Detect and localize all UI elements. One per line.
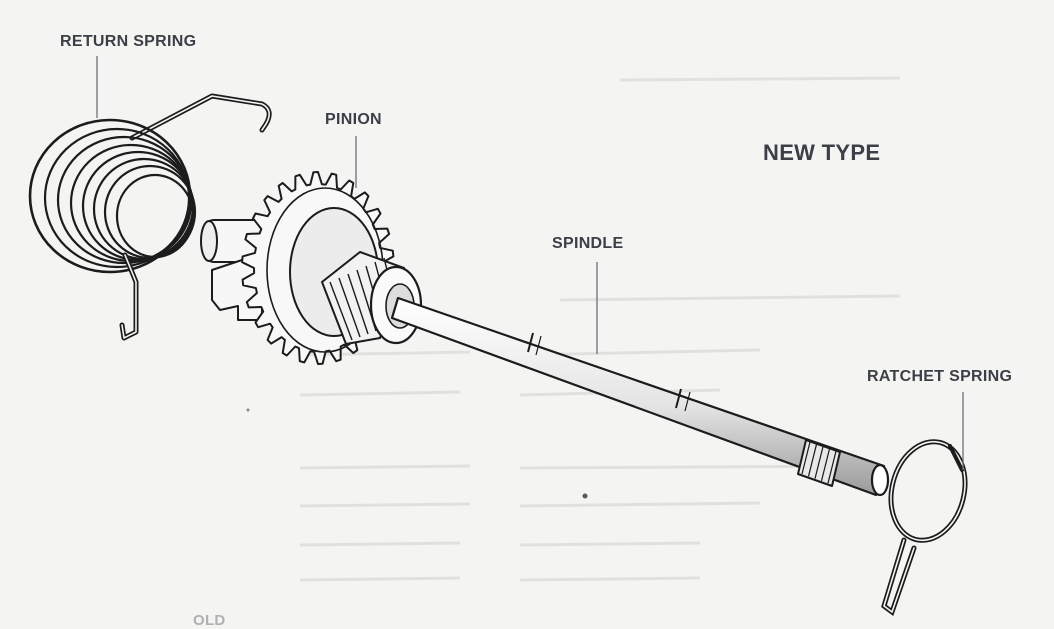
spline-line <box>338 277 361 338</box>
shaft-spline-line <box>807 444 818 477</box>
return-spring-part <box>28 93 272 341</box>
shaft-spline-line <box>814 446 824 479</box>
spindle-label: SPINDLE <box>552 235 624 252</box>
spline-line <box>329 281 353 341</box>
new-type-heading: NEW TYPE <box>763 140 881 165</box>
bleed-through-text <box>299 76 901 582</box>
leader-lines <box>96 56 964 470</box>
cut-off-caption: OLD <box>193 612 226 629</box>
speck <box>582 493 588 499</box>
speck <box>246 408 250 412</box>
ratchet-spring-label: RATCHET SPRING <box>867 368 1013 385</box>
shaft-spline-line <box>820 448 831 482</box>
spindle-part <box>390 296 890 497</box>
shaft-spline-line <box>801 441 811 475</box>
pinion-part <box>200 171 423 365</box>
spline-line <box>347 273 369 335</box>
ratchet-spring-part <box>881 439 968 617</box>
shaft-spline-line <box>827 451 837 484</box>
pinion-label: PINION <box>325 111 382 128</box>
return-spring-label: RETURN SPRING <box>60 33 197 50</box>
